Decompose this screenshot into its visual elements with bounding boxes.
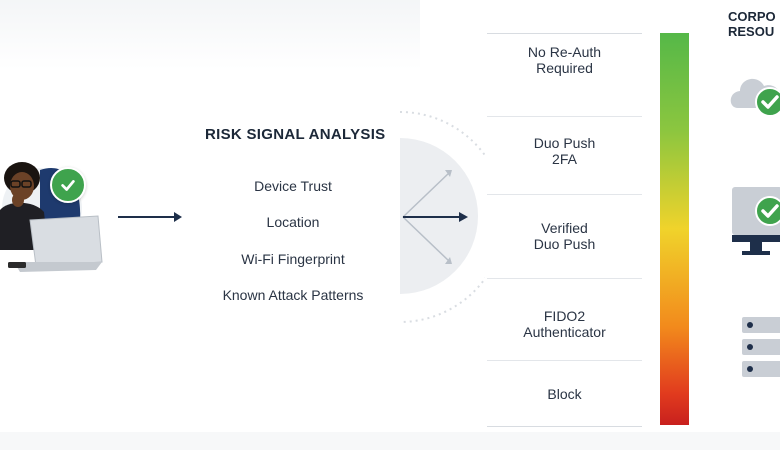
cloud-icon: [730, 78, 780, 117]
level-divider: [487, 360, 642, 361]
monitor-icon: [732, 187, 780, 255]
risk-analysis-title: RISK SIGNAL ANALYSIS: [205, 126, 386, 143]
level-label-line2: Required: [536, 60, 593, 76]
background-fade: [0, 0, 420, 70]
signal-location: Location: [266, 214, 320, 230]
level-duo-push-2fa: Duo Push 2FA: [487, 135, 642, 167]
user-verified-check-icon: [50, 167, 86, 203]
level-divider: [487, 194, 642, 195]
level-label-line1: Verified: [541, 220, 588, 236]
risk-gradient-bar: [660, 33, 689, 425]
level-verified-duo-push: Verified Duo Push: [487, 220, 642, 252]
server-icon: [742, 317, 780, 377]
level-label-line2: 2FA: [552, 151, 577, 167]
signal-device-trust: Device Trust: [254, 178, 332, 194]
level-label-line2: Duo Push: [533, 236, 596, 252]
corporate-resources-title: CORPO RESOU: [728, 9, 776, 39]
diagram-canvas: RISK SIGNAL ANALYSIS Device Trust Locati…: [0, 0, 780, 427]
level-divider: [487, 278, 642, 279]
level-divider: [487, 116, 642, 117]
user-illustration: [0, 150, 110, 280]
level-label-line1: Block: [547, 386, 582, 402]
signal-known-attack-patterns: Known Attack Patterns: [222, 287, 364, 303]
level-label-line1: FIDO2: [543, 308, 586, 324]
auth-levels-panel: No Re-Auth Required Duo Push 2FA Verifie…: [487, 33, 642, 427]
person-with-laptop-icon: [0, 162, 103, 272]
signal-wifi-fingerprint: Wi-Fi Fingerprint: [241, 251, 345, 267]
corp-title-line2: RESOU: [728, 24, 775, 39]
corp-title-line1: CORPO: [728, 9, 776, 24]
level-block: Block: [487, 386, 642, 402]
flow-arrow-to-analysis: [118, 212, 182, 222]
level-label-line1: No Re-Auth: [527, 44, 602, 60]
level-label-line2: Authenticator: [523, 324, 606, 340]
risk-decision-fan: [399, 111, 485, 323]
level-fido2-authenticator: FIDO2 Authenticator: [487, 308, 642, 340]
level-no-reauth: No Re-Auth Required: [487, 44, 642, 76]
level-label-line1: Duo Push: [533, 135, 596, 151]
